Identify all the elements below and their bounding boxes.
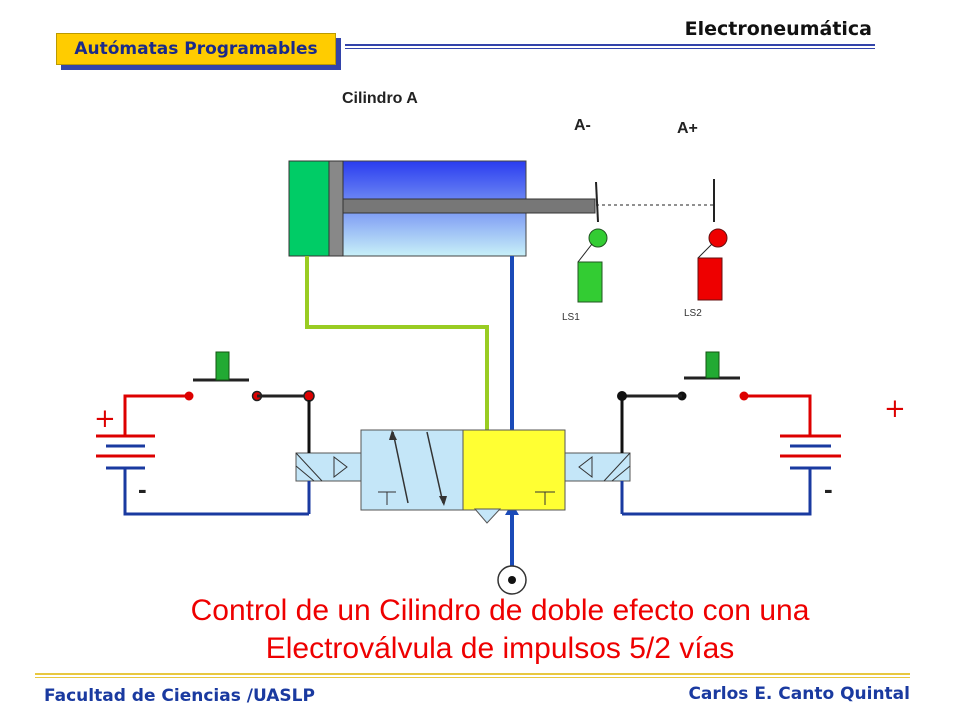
footer-author: Carlos E. Canto Quintal [688,684,910,704]
air-source-dot [508,576,516,584]
valve-5-2 [295,429,631,524]
limit-switch-ls2 [697,179,728,301]
footer-institution: Facultad de Ciencias /UASLP [44,686,315,706]
solenoid-right [564,452,631,482]
cylinder-end-cap [288,160,330,257]
cylinder-a [288,160,596,257]
cylinder-piston [328,160,344,257]
solenoid-left [295,452,362,482]
sensor-ls1-label: LS1 [562,312,580,323]
header-rule-thin [345,48,875,49]
valve-position-b [462,429,566,511]
pushbutton-left [215,351,230,381]
battery-right-minus: - [824,474,833,504]
header-rule [345,44,875,46]
course-badge: Autómatas Programables [56,33,336,65]
exhaust-icon [473,508,502,524]
valve-position-a [360,429,464,511]
caption-line-2: Electroválvula de impulsos 5/2 vías [265,632,735,665]
sensor-ls2-label: LS2 [684,308,702,319]
air-line-green [305,256,489,505]
cylinder-label: Cilindro A [342,90,418,107]
limit-switch-ls1 [577,181,713,303]
battery-left-plus: + [94,404,116,434]
course-badge-label: Autómatas Programables [74,39,318,59]
header-title: Electroneumática [684,18,872,40]
footer-rule [35,673,910,675]
position-plus-label: A+ [677,120,698,137]
left-circuit [96,351,315,516]
pushbutton-right [705,351,720,379]
caption-line-1: Control de un Cilindro de doble efecto c… [190,594,810,627]
position-minus-label: A- [574,117,591,134]
battery-right-plus: + [884,394,906,424]
footer-rule-thin [35,677,910,678]
battery-left-minus: - [138,474,147,504]
right-circuit [617,351,841,516]
cylinder-rod [342,198,596,214]
